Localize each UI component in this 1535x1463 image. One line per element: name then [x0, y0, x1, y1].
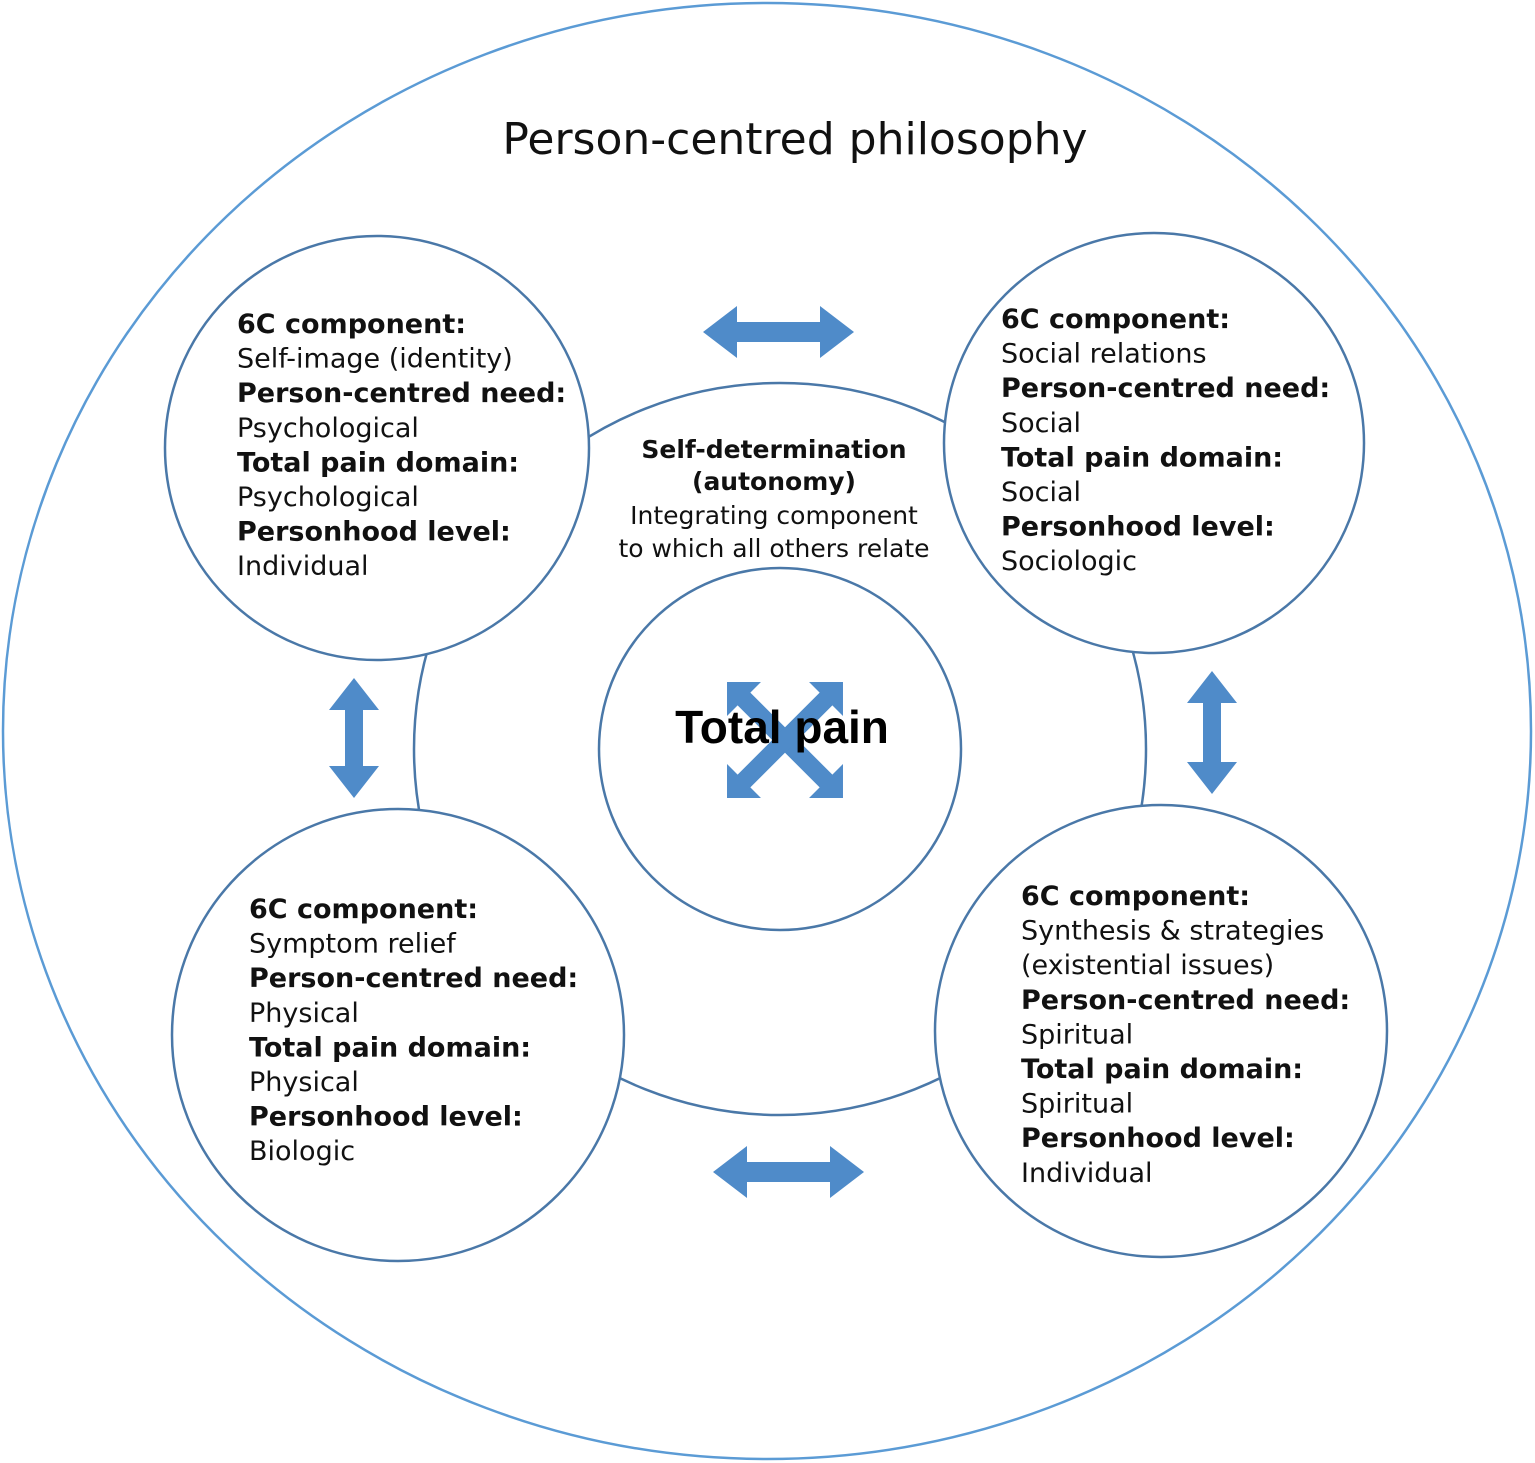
component-field-label: Total pain domain:	[1001, 442, 1283, 473]
component-top-left: 6C component:Self-image (identity)Person…	[237, 309, 566, 582]
component-circle-top-right	[942, 231, 1366, 655]
component-field-label: Personhood level:	[1001, 512, 1275, 543]
component-field-label: 6C component:	[237, 309, 466, 340]
integrating-ring	[412, 381, 1148, 1117]
component-field-value: (existential issues)	[1021, 950, 1274, 981]
integrating-desc-line2: to which all others relate	[618, 534, 929, 563]
component-bottom-right: 6C component: Synthesis & strategies(exis…	[1021, 881, 1350, 1189]
component-field-value: Social relations	[1001, 339, 1207, 370]
component-field-label: Total pain domain:	[249, 1032, 531, 1063]
component-field-value: Spiritual	[1021, 1019, 1133, 1050]
component-circle-bottom-left	[170, 807, 626, 1263]
component-field-label: Person-centred need:	[249, 963, 578, 994]
component-field-value: Spiritual	[1021, 1089, 1133, 1120]
component-field-label: Total pain domain:	[237, 447, 519, 478]
component-top-right: 6C component: Social relationsPerson-cent…	[1001, 304, 1330, 577]
integrating-component-text: Self-determination (autonomy) Integratin…	[618, 435, 929, 563]
component-field-value: Sociologic	[1001, 546, 1137, 577]
component-field-value: Synthesis & strategies	[1021, 916, 1324, 947]
component-field-label: Person-centred need:	[1001, 373, 1330, 404]
left-double-arrow-icon	[329, 678, 379, 798]
component-field-label: 6C component:	[1021, 881, 1250, 912]
component-field-value: Individual	[237, 551, 369, 582]
component-field-label: Personhood level:	[249, 1102, 523, 1133]
component-field-value: Social	[1001, 408, 1081, 439]
component-bottom-left: 6C component: Symptom reliefPerson-centre…	[249, 894, 578, 1167]
component-field-value: Physical	[249, 1067, 359, 1098]
bottom-double-arrow-icon	[713, 1146, 864, 1198]
four-way-diagonal-arrows-icon	[727, 682, 843, 798]
component-field-value: Psychological	[237, 413, 419, 444]
component-field-value: Symptom relief	[249, 929, 457, 960]
component-circle-bottom-right	[933, 803, 1389, 1259]
component-field-value: Individual	[1021, 1158, 1153, 1189]
component-circle-top-left	[163, 234, 591, 662]
component-field-label: Total pain domain:	[1021, 1054, 1303, 1085]
component-field-value: Social	[1001, 477, 1081, 508]
integrating-heading-line1: Self-determination	[641, 435, 906, 464]
component-field-label: 6C component:	[1001, 304, 1230, 335]
component-field-value: Psychological	[237, 482, 419, 513]
top-double-arrow-icon	[703, 306, 854, 358]
component-field-label: 6C component:	[249, 894, 478, 925]
component-field-label: Personhood level:	[237, 517, 511, 548]
integrating-heading-line2: (autonomy)	[692, 467, 856, 496]
component-field-value: Biologic	[249, 1136, 355, 1167]
component-field-value: Physical	[249, 998, 359, 1029]
component-field-value: Self-image (identity)	[237, 344, 513, 375]
component-field-label: Person-centred need:	[1021, 985, 1350, 1016]
component-field-label: Person-centred need:	[237, 378, 566, 409]
integrating-desc-line1: Integrating component	[630, 501, 918, 530]
right-double-arrow-icon	[1187, 671, 1237, 794]
center-label: Total pain	[675, 701, 889, 753]
component-field-label: Personhood level:	[1021, 1123, 1295, 1154]
diagram-title: Person-centred philosophy	[502, 114, 1087, 165]
